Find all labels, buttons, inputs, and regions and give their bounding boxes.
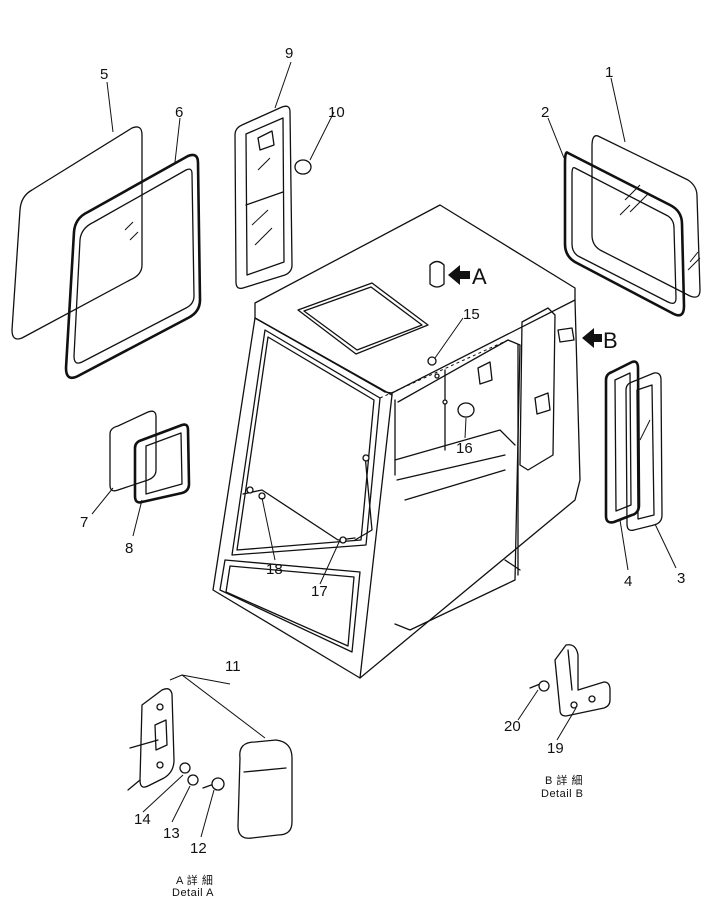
part-1-glass <box>591 135 701 298</box>
callout-13: 13 <box>163 825 180 842</box>
part-10-cap <box>294 159 312 175</box>
detail-a-caption-en: Detail A <box>172 887 214 898</box>
part-16-cap <box>442 399 475 418</box>
detail-b-group <box>529 644 611 717</box>
callout-17: 17 <box>311 583 328 600</box>
part-4-seal <box>604 360 641 524</box>
marker-a-label: A <box>472 264 487 289</box>
callout-9: 9 <box>285 45 293 62</box>
marker-b-label: B <box>603 328 618 353</box>
detail-a-group <box>127 674 293 839</box>
cab-body <box>212 204 581 679</box>
callout-6: 6 <box>175 104 183 121</box>
part-2-seal <box>563 151 701 317</box>
part-8-seal <box>133 423 191 504</box>
part-3-glass <box>625 372 663 532</box>
callout-14: 14 <box>134 811 151 828</box>
part-15-bolt <box>427 356 440 379</box>
callout-11: 11 <box>225 658 241 675</box>
callout-5: 5 <box>100 66 108 83</box>
part-9-door-glass <box>234 105 293 290</box>
detail-b-caption-jp: B 詳 細 <box>545 773 583 787</box>
callout-7: 7 <box>80 514 88 531</box>
callout-15: 15 <box>463 306 480 323</box>
callout-16: 16 <box>456 440 473 457</box>
callout-12: 12 <box>190 840 207 857</box>
callout-10: 10 <box>328 104 345 121</box>
callout-19: 19 <box>547 740 564 757</box>
part-7-glass <box>109 410 157 492</box>
callout-4: 4 <box>624 573 632 590</box>
marker-a-arrow <box>448 265 470 285</box>
knob-a <box>429 260 445 288</box>
callout-8: 8 <box>125 540 133 557</box>
part-6-seal <box>64 153 202 380</box>
callout-2: 2 <box>541 104 549 121</box>
part-5-glass <box>11 126 143 340</box>
leader-lines <box>91 61 677 838</box>
callout-3: 3 <box>677 570 685 587</box>
marker-b-arrow <box>557 327 602 348</box>
detail-a-caption-jp: A 詳 細 <box>176 873 213 887</box>
wiper-rod <box>242 454 373 544</box>
callout-1: 1 <box>605 64 613 81</box>
callouts: 1 2 3 4 5 6 7 8 9 10 11 12 13 14 15 16 1… <box>80 45 685 898</box>
detail-b-caption-en: Detail B <box>541 788 584 800</box>
callout-20: 20 <box>504 718 521 735</box>
callout-18: 18 <box>266 561 283 578</box>
